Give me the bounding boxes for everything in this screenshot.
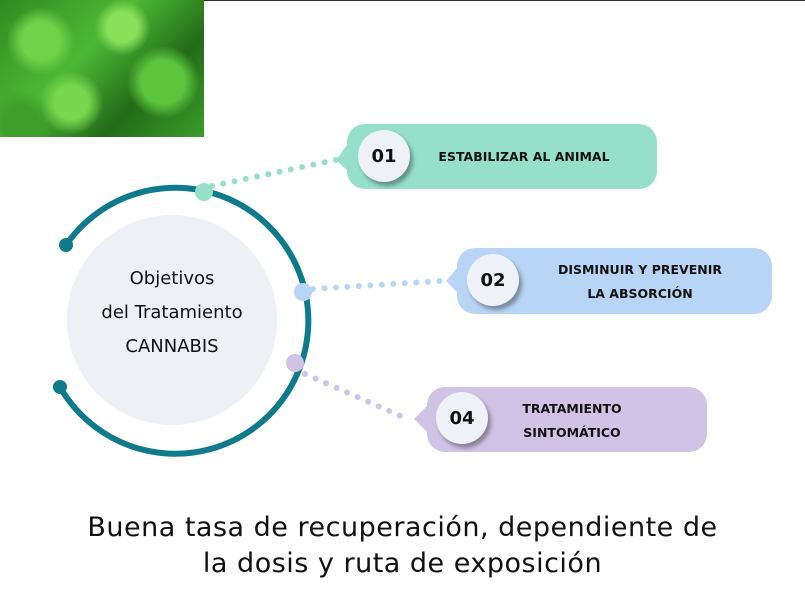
center-disc (67, 215, 277, 425)
node-dot-01 (195, 183, 213, 201)
ring-end-dot (53, 380, 67, 394)
pointer-04 (414, 406, 427, 432)
top-border (0, 0, 805, 1)
cannabis-plant-photo (0, 0, 204, 137)
center-line-1: Objetivos (129, 268, 215, 289)
objective-card-02: 02 DISMINUIR Y PREVENIR LA ABSORCIÓN (457, 248, 772, 314)
connector-01 (209, 155, 348, 189)
objective-card-04: 04 TRATAMIENTO SINTOMÁTICO (427, 387, 707, 452)
objective-card-01: 01 ESTABILIZAR AL ANIMAL (347, 124, 657, 189)
number-badge: 01 (358, 130, 410, 182)
label-line-2: LA ABSORCIÓN (587, 286, 693, 301)
pointer-01 (336, 145, 347, 170)
ring-arc (57, 184, 312, 457)
label-line-1: TRATAMIENTO (522, 401, 622, 416)
number-badge: 02 (467, 254, 519, 306)
objective-label: DISMINUIR Y PREVENIR LA ABSORCIÓN (529, 258, 751, 306)
node-dot-02 (294, 283, 312, 301)
ring-end-dot (59, 238, 73, 252)
footer-line-1: Buena tasa de recuperación, dependiente … (87, 512, 718, 543)
pointer-02 (446, 268, 457, 292)
footer-text: Buena tasa de recuperación, dependiente … (0, 510, 805, 582)
number-badge: 04 (436, 392, 488, 444)
footer-line-2: la dosis y ruta de exposición (202, 548, 603, 579)
connector-04 (302, 371, 408, 421)
center-line-2: del Tratamiento (101, 302, 243, 323)
center-title: Objetivos del Tratamiento CANNABIS (72, 262, 272, 364)
node-dot-04 (286, 354, 304, 372)
connector-02 (310, 277, 458, 292)
center-line-3: CANNABIS (125, 336, 219, 357)
objective-label: TRATAMIENTO SINTOMÁTICO (502, 397, 642, 445)
label-line-2: SINTOMÁTICO (523, 425, 621, 440)
label-line-1: DISMINUIR Y PREVENIR (557, 262, 723, 277)
objective-label: ESTABILIZAR AL ANIMAL (438, 149, 610, 164)
